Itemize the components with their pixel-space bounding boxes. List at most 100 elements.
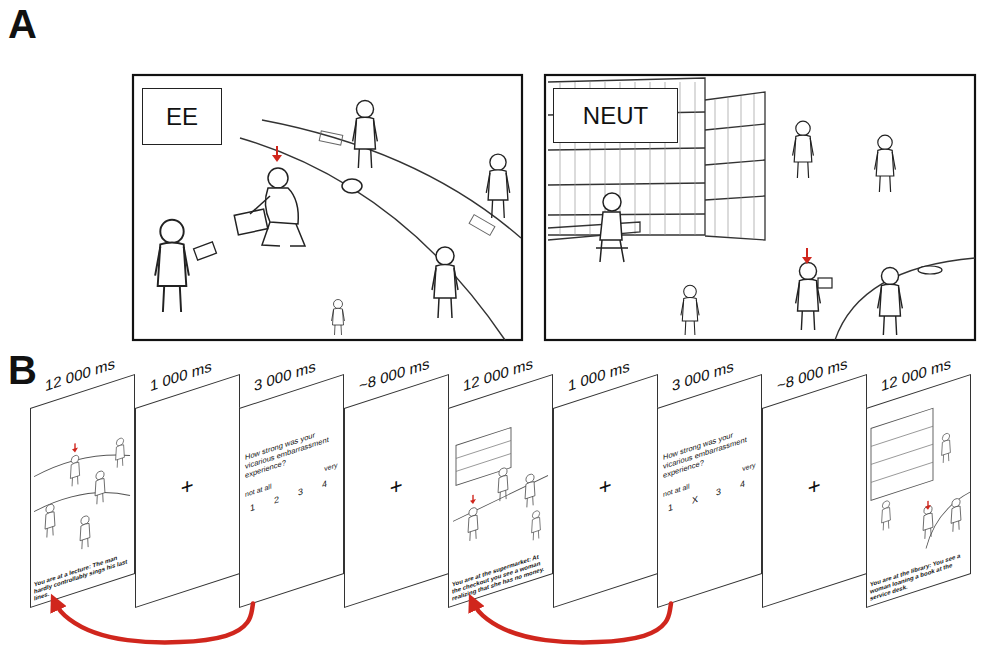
fixation-cross: +	[345, 457, 448, 516]
scene-ee	[268, 168, 288, 188]
scene-neut	[806, 248, 808, 258]
scene-neut	[545, 75, 975, 340]
lecture-sketch	[95, 470, 105, 505]
scene-neut	[603, 193, 621, 211]
panel-letter: B	[8, 350, 37, 390]
lecture-sketch	[72, 447, 78, 453]
scale-anchor: very	[324, 461, 337, 472]
scale-number: 3	[716, 486, 721, 498]
library-sketch	[942, 432, 951, 463]
trial-screen: 12 000 msYou are at a lecture: The man h…	[30, 374, 135, 608]
duration-label: 3 000 ms	[672, 357, 734, 394]
scene-ee	[432, 247, 458, 318]
rating-question: How strong was your vicarious embarrassm…	[663, 423, 756, 480]
scene-neut	[796, 263, 821, 330]
condition-box: NEUT	[553, 88, 678, 143]
lecture-sketch	[70, 454, 79, 487]
supermarket-sketch	[456, 428, 511, 486]
condition-tag: EE	[143, 89, 221, 144]
supermarket-sketch	[498, 467, 508, 502]
scene-caption: You are at the supermarket: At the check…	[452, 551, 549, 603]
scene-ee	[353, 101, 378, 168]
scene-caption: You are at the library: You see a woman …	[870, 551, 967, 603]
lecture-sketch	[45, 503, 55, 538]
trial-screen: 1 000 ms+	[135, 374, 240, 608]
library-sketch	[871, 396, 970, 566]
scene-neut	[875, 135, 896, 192]
scene-ee	[276, 146, 278, 156]
scale-anchor: very	[742, 461, 755, 472]
supermarket-sketch	[525, 473, 535, 508]
duration-label: 12 000 ms	[463, 354, 533, 394]
scale-number: 4	[740, 478, 745, 490]
fixation-cross: +	[136, 457, 239, 516]
scene-neut	[705, 124, 765, 200]
scene-neut	[918, 266, 942, 274]
scene-ee	[133, 75, 522, 340]
duration-label: 12 000 ms	[881, 354, 951, 394]
fixation-cross: +	[554, 457, 657, 516]
lecture-sketch	[80, 515, 90, 550]
scene-ee	[155, 220, 189, 312]
rating-question: How strong was your vicarious embarrassm…	[245, 423, 338, 480]
duration-label: 3 000 ms	[254, 357, 316, 394]
trial-screen: 12 000 msYou are at the supermarket: At …	[448, 374, 553, 608]
supermarket-sketch	[532, 510, 541, 541]
duration-label: 1 000 ms	[150, 357, 212, 394]
scale-number: 2	[274, 494, 279, 506]
scene-ee	[486, 154, 509, 218]
panel-letter: A	[8, 4, 37, 44]
scene-neut	[596, 240, 628, 262]
scene-neut	[548, 78, 975, 340]
scale-number: 3	[298, 486, 303, 498]
scene-ee	[272, 155, 282, 162]
lecture-sketch	[34, 426, 130, 565]
scene-ee	[265, 188, 298, 224]
lecture-sketch	[74, 443, 75, 449]
scene-ee	[194, 242, 217, 260]
scene-neut	[681, 285, 699, 335]
scene-ee	[133, 75, 522, 340]
scale-number: 4	[322, 478, 327, 490]
trial-screen: ~8 000 ms+	[344, 374, 449, 608]
trial-screen: 3 000 msHow strong was your vicarious em…	[239, 374, 344, 608]
scale-number: X	[692, 494, 698, 506]
supermarket-sketch	[468, 506, 478, 541]
scale-number: 1	[668, 502, 673, 514]
scene-ee	[332, 300, 345, 336]
library-sketch	[951, 497, 961, 532]
scene-neut	[878, 268, 903, 335]
supermarket-sketch	[456, 441, 511, 472]
scene-neut	[705, 92, 765, 240]
duration-label: ~8 000 ms	[777, 354, 847, 394]
supermarket-sketch	[472, 495, 473, 501]
duration-label: ~8 000 ms	[359, 354, 429, 394]
trial-screen: 3 000 msHow strong was your vicarious em…	[657, 374, 762, 608]
trial-screen: 12 000 msYou are at the library: You see…	[866, 374, 971, 608]
supermarket-sketch	[470, 499, 476, 505]
supermarket-sketch	[453, 476, 548, 522]
scene-ee	[262, 222, 305, 246]
scene-neut	[548, 222, 640, 240]
scene-neut	[545, 75, 975, 340]
scene-ee	[240, 138, 505, 340]
scene-ee	[319, 131, 343, 145]
scene-neut	[818, 278, 832, 288]
lecture-sketch	[34, 442, 130, 527]
lecture-sketch	[116, 437, 125, 468]
repeat-arrow	[472, 600, 671, 642]
condition-tag: NEUT	[554, 89, 677, 142]
duration-label: 1 000 ms	[568, 357, 630, 394]
scene-neut	[596, 193, 628, 262]
scene-ee	[234, 168, 305, 246]
library-sketch	[925, 505, 931, 511]
scene-neut	[600, 212, 622, 240]
scene-neut	[548, 78, 705, 235]
trial-screen: ~8 000 ms+	[762, 374, 867, 608]
scene-neut	[802, 257, 812, 264]
library-sketch	[871, 426, 933, 482]
library-sketch	[923, 504, 933, 539]
library-sketch	[871, 408, 933, 500]
trial-screen: 1 000 ms+	[553, 374, 658, 608]
